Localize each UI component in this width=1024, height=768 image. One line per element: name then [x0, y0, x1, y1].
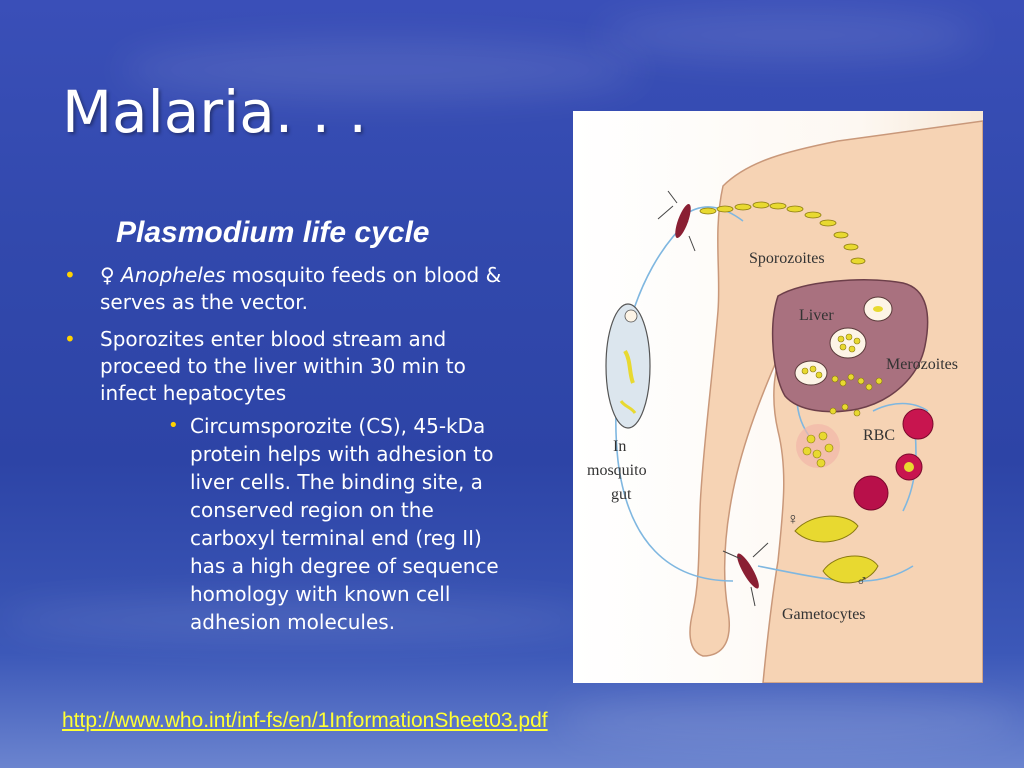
ruptured-rbc: [796, 424, 840, 468]
label-rbc: RBC: [863, 427, 895, 444]
label-gut-line1: In: [613, 438, 626, 455]
background-streak: [0, 600, 600, 640]
background-streak: [600, 10, 980, 60]
bullet-prefix: ♀: [100, 263, 122, 287]
slide-title: Malaria. . .: [62, 78, 367, 146]
life-cycle-diagram: Sporozoites Liver Merozoites RBC Gametoc…: [573, 111, 983, 683]
label-gametocytes: Gametocytes: [782, 606, 866, 623]
bullet-item: • ♀ Anopheles mosquito feeds on blood & …: [60, 262, 510, 316]
life-cycle-figure: Sporozoites Liver Merozoites RBC Gametoc…: [573, 111, 983, 683]
sub-bullet-text: Circumsporozite (CS), 45-kDa protein hel…: [190, 414, 499, 634]
mosquito-top-icon: [657, 190, 696, 252]
bullet-list: • ♀ Anopheles mosquito feeds on blood & …: [60, 262, 510, 417]
background-streak: [560, 690, 1020, 750]
label-male-symbol: ♂: [856, 573, 868, 590]
bullet-text: Sporozites enter blood stream and procee…: [100, 327, 466, 405]
infected-hepatocytes: [794, 296, 893, 386]
bullet-item: • Sporozites enter blood stream and proc…: [60, 326, 510, 407]
red-blood-cells: [853, 408, 934, 511]
slide-subtitle: Plasmodium life cycle: [116, 216, 430, 249]
label-gut-line2: mosquito: [587, 462, 647, 479]
bullet-italic-text: Anopheles: [121, 263, 226, 287]
background-streak: [120, 40, 640, 100]
sub-bullet-list: • Circumsporozite (CS), 45-kDa protein h…: [166, 412, 506, 636]
mosquito-bottom-icon: [722, 542, 769, 607]
bullet-dot-icon: •: [64, 263, 76, 287]
source-link[interactable]: http://www.who.int/inf-fs/en/1Informatio…: [62, 709, 548, 732]
label-merozoites: Merozoites: [886, 356, 958, 373]
label-female-symbol: ♀: [787, 511, 799, 528]
bullet-text: mosquito feeds on blood & serves as the …: [100, 263, 502, 314]
label-sporozoites: Sporozoites: [749, 250, 825, 267]
sporozoites-trail: [699, 201, 866, 265]
merozoites-cluster: [829, 373, 883, 417]
label-liver: Liver: [799, 307, 834, 324]
sub-bullet-dot-icon: •: [168, 415, 179, 436]
gametocytes-shapes: [794, 515, 879, 584]
label-gut-line3: gut: [611, 486, 632, 503]
sub-bullet-item: • Circumsporozite (CS), 45-kDa protein h…: [166, 412, 506, 636]
mosquito-gut-shape: [605, 303, 651, 429]
bullet-dot-icon: •: [64, 327, 76, 351]
